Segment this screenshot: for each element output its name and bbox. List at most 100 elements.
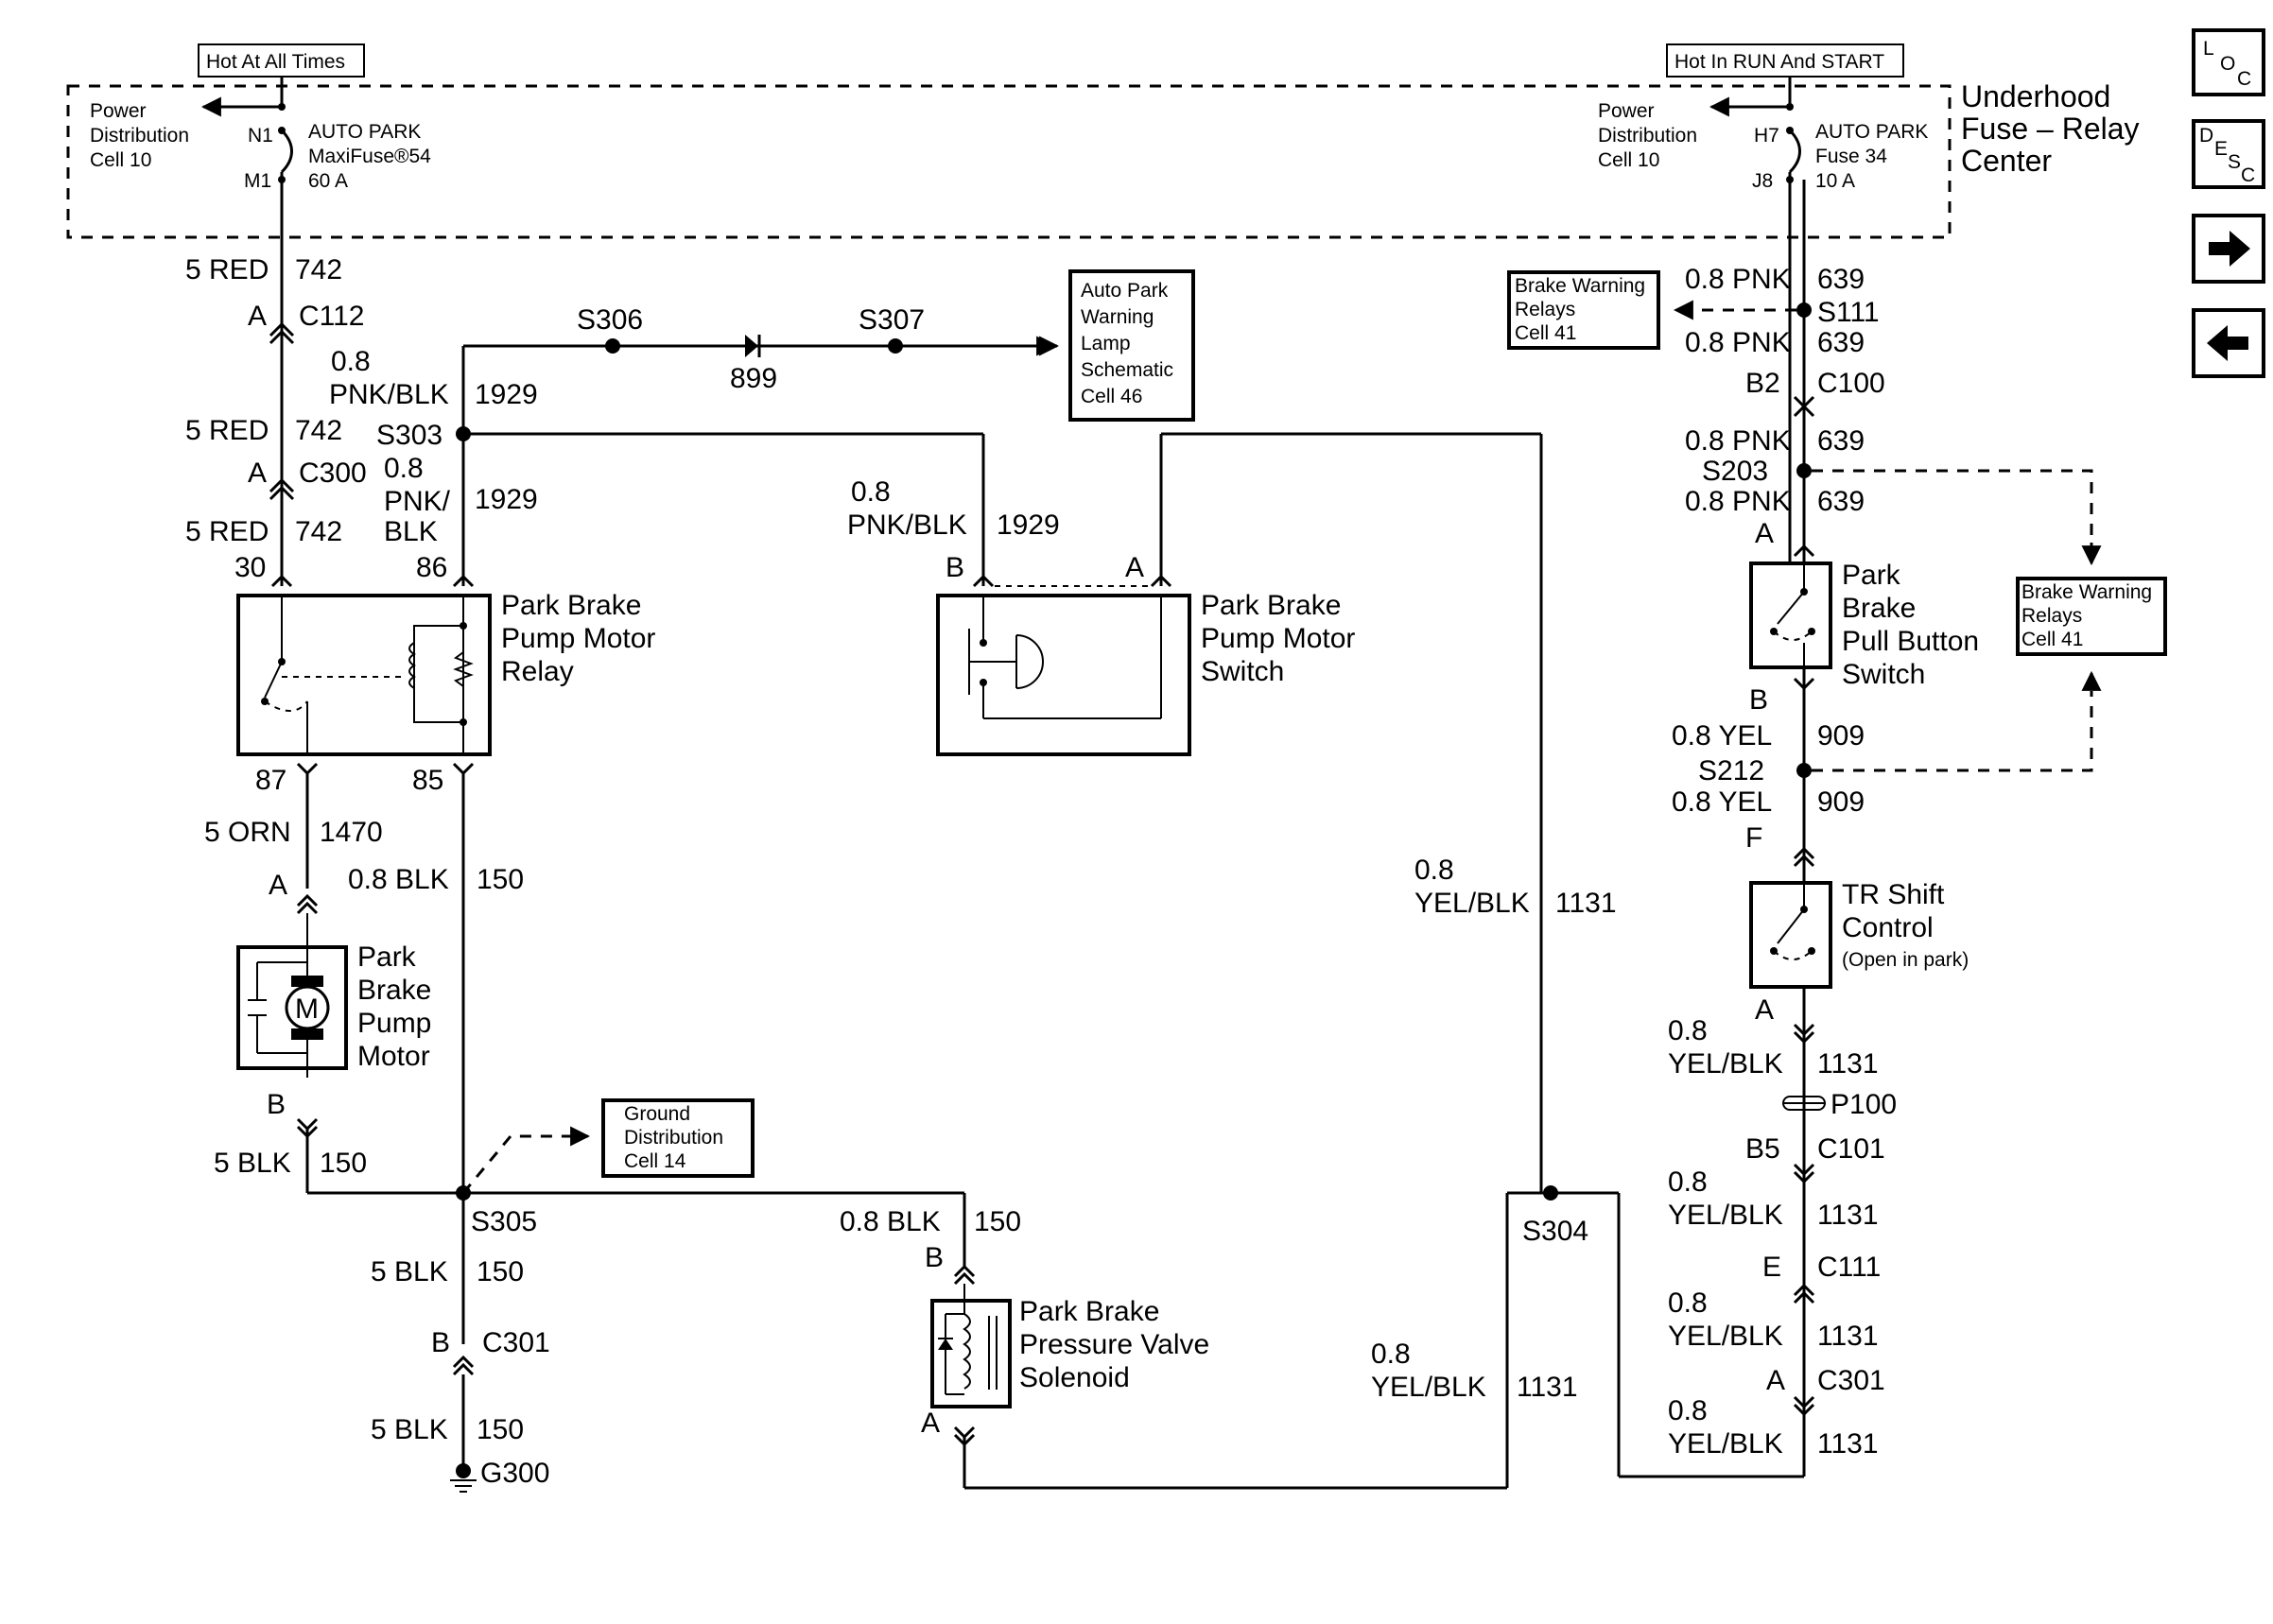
- label-s304: S304: [1522, 1216, 1588, 1247]
- wire-1929c-gauge: 0.8: [851, 476, 891, 508]
- wire-1131f-circuit: 1131: [1817, 1428, 1879, 1460]
- wire-1131a-gauge: 0.8: [1414, 855, 1454, 886]
- svg-text:E: E: [2214, 138, 2228, 160]
- svg-text:AUTO PARK: AUTO PARK: [308, 121, 421, 143]
- svg-text:MaxiFuse®54: MaxiFuse®54: [308, 146, 431, 167]
- svg-text:C: C: [2241, 164, 2255, 186]
- pump-motor-relay-label: Park Brake Pump Motor Relay: [501, 590, 655, 687]
- svg-text:Park Brake: Park Brake: [1201, 590, 1341, 621]
- wire-150b-color: 5 BLK: [214, 1148, 291, 1179]
- wire-150c-circuit: 150: [477, 1256, 524, 1287]
- c301-pin: B: [431, 1327, 450, 1358]
- wire-150b-circuit: 150: [320, 1148, 367, 1179]
- wire-150e-color: 0.8 BLK: [840, 1206, 941, 1237]
- svg-text:Pump: Pump: [357, 1008, 431, 1039]
- tr-shift-control-internals: [1770, 883, 1815, 960]
- underhood-center-title: Underhood Fuse – Relay Center: [1961, 79, 2140, 178]
- c100-connector: C100: [1817, 368, 1885, 399]
- pull-switch-pin-b: B: [1749, 684, 1768, 716]
- wire-1131b-color: YEL/BLK: [1371, 1372, 1486, 1403]
- prev-page-button[interactable]: [2192, 308, 2265, 378]
- wire-1131a-circuit: 1131: [1555, 888, 1617, 919]
- wire-1470-circuit: 1470: [320, 817, 383, 848]
- arrow-left-icon: [2207, 325, 2248, 361]
- svg-text:Cell 10: Cell 10: [1598, 149, 1659, 171]
- svg-text:Pump Motor: Pump Motor: [501, 623, 655, 654]
- wire-639b-circuit: 639: [1817, 327, 1865, 358]
- svg-text:Park: Park: [357, 942, 417, 973]
- svg-text:Pump Motor: Pump Motor: [1201, 623, 1355, 654]
- tr-shift-pin-f: F: [1745, 822, 1762, 854]
- left-fuse: Power Distribution Cell 10 N1 M1 AUTO PA…: [90, 77, 431, 586]
- svg-text:Schematic: Schematic: [1081, 359, 1173, 381]
- wire-1929b-gauge: 0.8: [384, 453, 424, 484]
- pump-motor-switch-internals: [968, 574, 1172, 719]
- svg-text:Park: Park: [1842, 560, 1901, 591]
- svg-text:Park Brake: Park Brake: [501, 590, 641, 621]
- splice-s306: [605, 338, 620, 354]
- arrow-right-icon: [2209, 231, 2250, 267]
- pull-button-switch-internals: [1770, 563, 1815, 667]
- svg-text:Fuse – Relay: Fuse – Relay: [1961, 112, 2140, 146]
- svg-text:Pressure Valve: Pressure Valve: [1019, 1329, 1209, 1360]
- svg-text:Cell 41: Cell 41: [2021, 629, 2083, 650]
- svg-text:Switch: Switch: [1201, 656, 1284, 687]
- desc-button[interactable]: D E S C: [2192, 119, 2265, 189]
- svg-text:L: L: [2203, 38, 2214, 60]
- brake-warning-relays-ref-1-text: Brake Warning Relays Cell 41: [1515, 275, 1645, 344]
- c111-connector: C111: [1817, 1252, 1881, 1283]
- svg-text:Relays: Relays: [1515, 299, 1575, 320]
- wire-1131d-gauge: 0.8: [1668, 1166, 1708, 1198]
- loc-button[interactable]: L O C: [2192, 28, 2265, 96]
- wire-639d-circuit: 639: [1817, 486, 1865, 517]
- svg-text:Control: Control: [1842, 912, 1934, 943]
- svg-text:Underhood: Underhood: [1961, 79, 2110, 113]
- pump-motor-label: Park Brake Pump Motor: [357, 942, 431, 1072]
- brake-warning-relays-ref-2[interactable]: [2016, 577, 2167, 656]
- diode-899: [745, 335, 758, 357]
- wire-1131c-circuit: 1131: [1817, 1048, 1879, 1080]
- svg-text:M1: M1: [244, 170, 271, 192]
- c101-connector: C101: [1817, 1133, 1885, 1165]
- wire-150a-color: 0.8 BLK: [348, 864, 449, 895]
- svg-text:Warning: Warning: [1081, 306, 1154, 328]
- hot-at-all-times-label: Hot At All Times: [206, 51, 345, 73]
- wire-1131b-gauge: 0.8: [1371, 1339, 1411, 1370]
- brake-warning-relays-ref-1[interactable]: [1507, 270, 1660, 350]
- svg-text:Cell 10: Cell 10: [90, 149, 151, 171]
- svg-text:Pull Button: Pull Button: [1842, 626, 1979, 657]
- label-diode-899: 899: [730, 363, 777, 394]
- pull-button-switch: [1749, 561, 1832, 669]
- svg-text:Motor: Motor: [357, 1041, 430, 1072]
- relay-pin-87: 87: [255, 765, 286, 796]
- pump-motor-symbol: M: [248, 913, 330, 1078]
- wire-1470-color: 5 ORN: [204, 817, 291, 848]
- c111-pin: E: [1762, 1252, 1781, 1283]
- auto-park-lamp-ref-box[interactable]: [1068, 269, 1195, 422]
- wire-150d-circuit: 150: [477, 1414, 524, 1445]
- wire-1131d-circuit: 1131: [1817, 1200, 1879, 1231]
- svg-text:D: D: [2199, 125, 2213, 147]
- svg-text:O: O: [2220, 53, 2235, 75]
- wire-1131f-gauge: 0.8: [1668, 1395, 1708, 1426]
- c112-connector-symbol: [269, 321, 295, 337]
- wire-742-color: 5 RED: [185, 254, 269, 285]
- relay-pin-30: 30: [234, 552, 266, 583]
- splice-s111: [1796, 302, 1812, 318]
- wire-150a-circuit: 150: [477, 864, 524, 895]
- ground-distribution-ref-box[interactable]: [601, 1098, 755, 1178]
- wire-1929b-circuit: 1929: [475, 484, 538, 515]
- brake-warning-relays-ref-2-text: Brake Warning Relays Cell 41: [2021, 581, 2152, 650]
- pump-motor-switch-label: Park Brake Pump Motor Switch: [1201, 590, 1355, 687]
- switch-pin-a: A: [1125, 552, 1144, 583]
- wire-1131d-color: YEL/BLK: [1668, 1200, 1783, 1231]
- wire-1929b-color: PNK/: [384, 486, 451, 517]
- svg-text:C: C: [2237, 68, 2251, 90]
- ground-distribution-ref-text: Ground Distribution Cell 14: [624, 1103, 723, 1172]
- c112-connector: C112: [299, 301, 365, 332]
- svg-text:Relays: Relays: [2021, 605, 2082, 627]
- pull-button-switch-label: Park Brake Pull Button Switch: [1842, 560, 1979, 690]
- wire-909a-color: 0.8 YEL: [1672, 720, 1772, 752]
- next-page-button[interactable]: [2192, 214, 2265, 284]
- pump-motor-switch: [936, 594, 1191, 756]
